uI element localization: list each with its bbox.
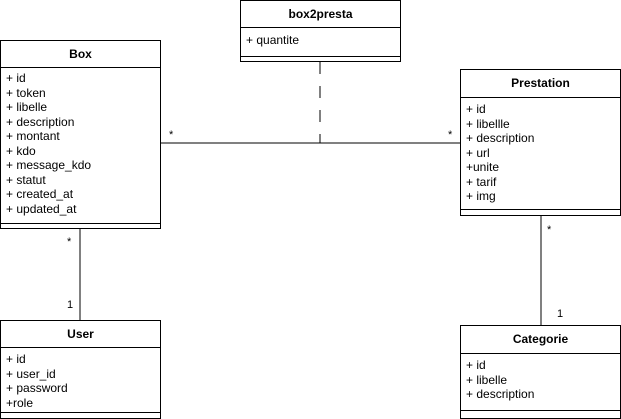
class-user-attributes: + id+ user_id+ password+role — [6, 352, 158, 410]
class-box2presta-divider — [241, 27, 400, 28]
class-box[interactable]: Box + id+ token+ libelle+ description+ m… — [0, 40, 161, 229]
class-attribute: + quantite — [246, 33, 300, 47]
class-box2presta-name: box2presta — [288, 7, 353, 21]
multiplicity-box-user-user-end: 1 — [67, 299, 74, 311]
multiplicity-prestation-categorie-prestation-end: * — [547, 224, 552, 236]
class-attribute: + tarif — [466, 174, 497, 189]
class-prestation[interactable]: Prestation + id+ libellle+ description+ … — [460, 69, 621, 216]
class-attribute: + img — [466, 189, 496, 203]
class-attribute: + description — [466, 387, 535, 401]
class-attribute: + montant — [6, 129, 60, 143]
class-attribute: + libelle — [6, 100, 48, 114]
multiplicity-box-prestation-box-end: * — [169, 129, 174, 141]
multiplicity-prestation-categorie-categorie-end: 1 — [557, 308, 564, 320]
class-attribute: + description — [466, 131, 535, 145]
class-attribute: + token — [6, 85, 46, 100]
class-attribute: + id — [6, 71, 26, 85]
class-box2presta-methods-divider — [241, 56, 400, 57]
class-attribute: +role — [6, 395, 34, 410]
class-categorie-attributes: + id+ libelle+ description — [466, 358, 618, 402]
class-attribute: + password — [6, 381, 68, 395]
class-box2presta[interactable]: box2presta + quantite — [240, 0, 401, 62]
class-attribute: + message_kdo — [6, 158, 92, 172]
class-categorie-name: Categorie — [512, 332, 569, 346]
class-attribute: + id — [6, 352, 26, 366]
class-attribute: + id — [466, 102, 486, 116]
class-user-methods-divider — [1, 412, 160, 413]
class-attribute: + updated_at — [6, 201, 77, 216]
class-attribute: + id — [466, 358, 486, 372]
class-box-methods-divider — [1, 223, 160, 224]
class-box-name: Box — [69, 47, 92, 61]
class-attribute: + statut — [6, 172, 46, 187]
class-box-attributes: + id+ token+ libelle+ description+ monta… — [6, 71, 158, 216]
class-attribute: + url — [466, 145, 490, 160]
class-prestation-divider — [461, 97, 620, 98]
class-user-divider — [1, 347, 160, 348]
class-categorie[interactable]: Categorie + id+ libelle+ description — [460, 325, 621, 419]
class-attribute: + kdo — [6, 143, 36, 158]
class-attribute: + user_id — [6, 366, 56, 381]
class-attribute: + libelle — [466, 372, 508, 387]
class-prestation-name: Prestation — [511, 76, 570, 90]
class-prestation-attributes: + id+ libellle+ description+ url+unite+ … — [466, 102, 618, 204]
class-box2presta-attributes: + quantite — [246, 33, 398, 48]
multiplicity-box-user-box-end: * — [67, 236, 72, 248]
class-attribute: + created_at — [6, 187, 74, 201]
class-user[interactable]: User + id+ user_id+ password+role — [0, 320, 161, 419]
class-categorie-divider — [461, 353, 620, 354]
class-attribute: +unite — [466, 160, 500, 174]
class-user-name: User — [67, 327, 94, 341]
class-attribute: + description — [6, 114, 75, 129]
multiplicity-box-prestation-prestation-end: * — [448, 129, 453, 141]
class-prestation-methods-divider — [461, 209, 620, 210]
class-categorie-methods-divider — [461, 410, 620, 411]
class-box-divider — [1, 67, 160, 68]
class-attribute: + libellle — [466, 116, 510, 131]
